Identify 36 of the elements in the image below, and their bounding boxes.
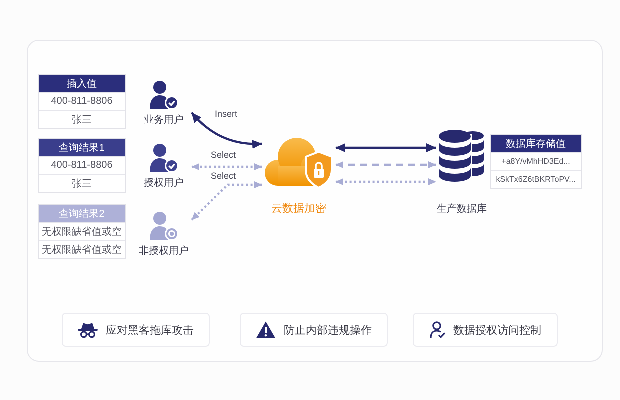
service-label: 云数据加密 [272,202,326,215]
table-cell: 400-811-8806 [39,92,125,110]
feature-label: 应对黑客拖库攻击 [106,322,194,338]
feature-label: 防止内部违规操作 [284,322,372,338]
table-header: 数据库存储值 [491,135,581,152]
feature-card [62,313,210,347]
table-cell: 400-811-8806 [39,156,125,174]
table-cell: kSkTx6Z6tBKRToPV... [491,170,581,188]
arrow [336,178,436,186]
table-cell: 张三 [39,174,125,192]
feature-card [240,313,388,347]
edge-label: Select [210,150,238,161]
table-cell: 张三 [39,110,125,128]
data-table [38,138,126,193]
data-table [490,134,582,189]
feature-card [413,313,558,347]
table-header: 插入值 [39,75,125,92]
table-cell: 无权限缺省值或空 [39,222,125,240]
role-label: 授权用户 [144,178,184,190]
arrow [191,112,262,149]
data-table [38,204,126,259]
arrow [336,161,436,169]
arrow [192,163,262,171]
table-cell: +a8Y/vMhHD3Ed... [491,152,581,170]
edge-label: Select [210,171,238,182]
edge-label: Insert [214,109,239,120]
table-header: 查询结果2 [39,205,125,222]
arrow [336,144,436,152]
arrow [191,181,262,221]
data-table [38,74,126,129]
database-label: 生产数据库 [437,204,487,216]
table-cell: 无权限缺省值或空 [39,240,125,258]
feature-label: 数据授权访问控制 [454,322,542,338]
role-label: 业务用户 [144,115,184,127]
role-label: 非授权用户 [139,246,189,258]
table-header: 查询结果1 [39,139,125,156]
